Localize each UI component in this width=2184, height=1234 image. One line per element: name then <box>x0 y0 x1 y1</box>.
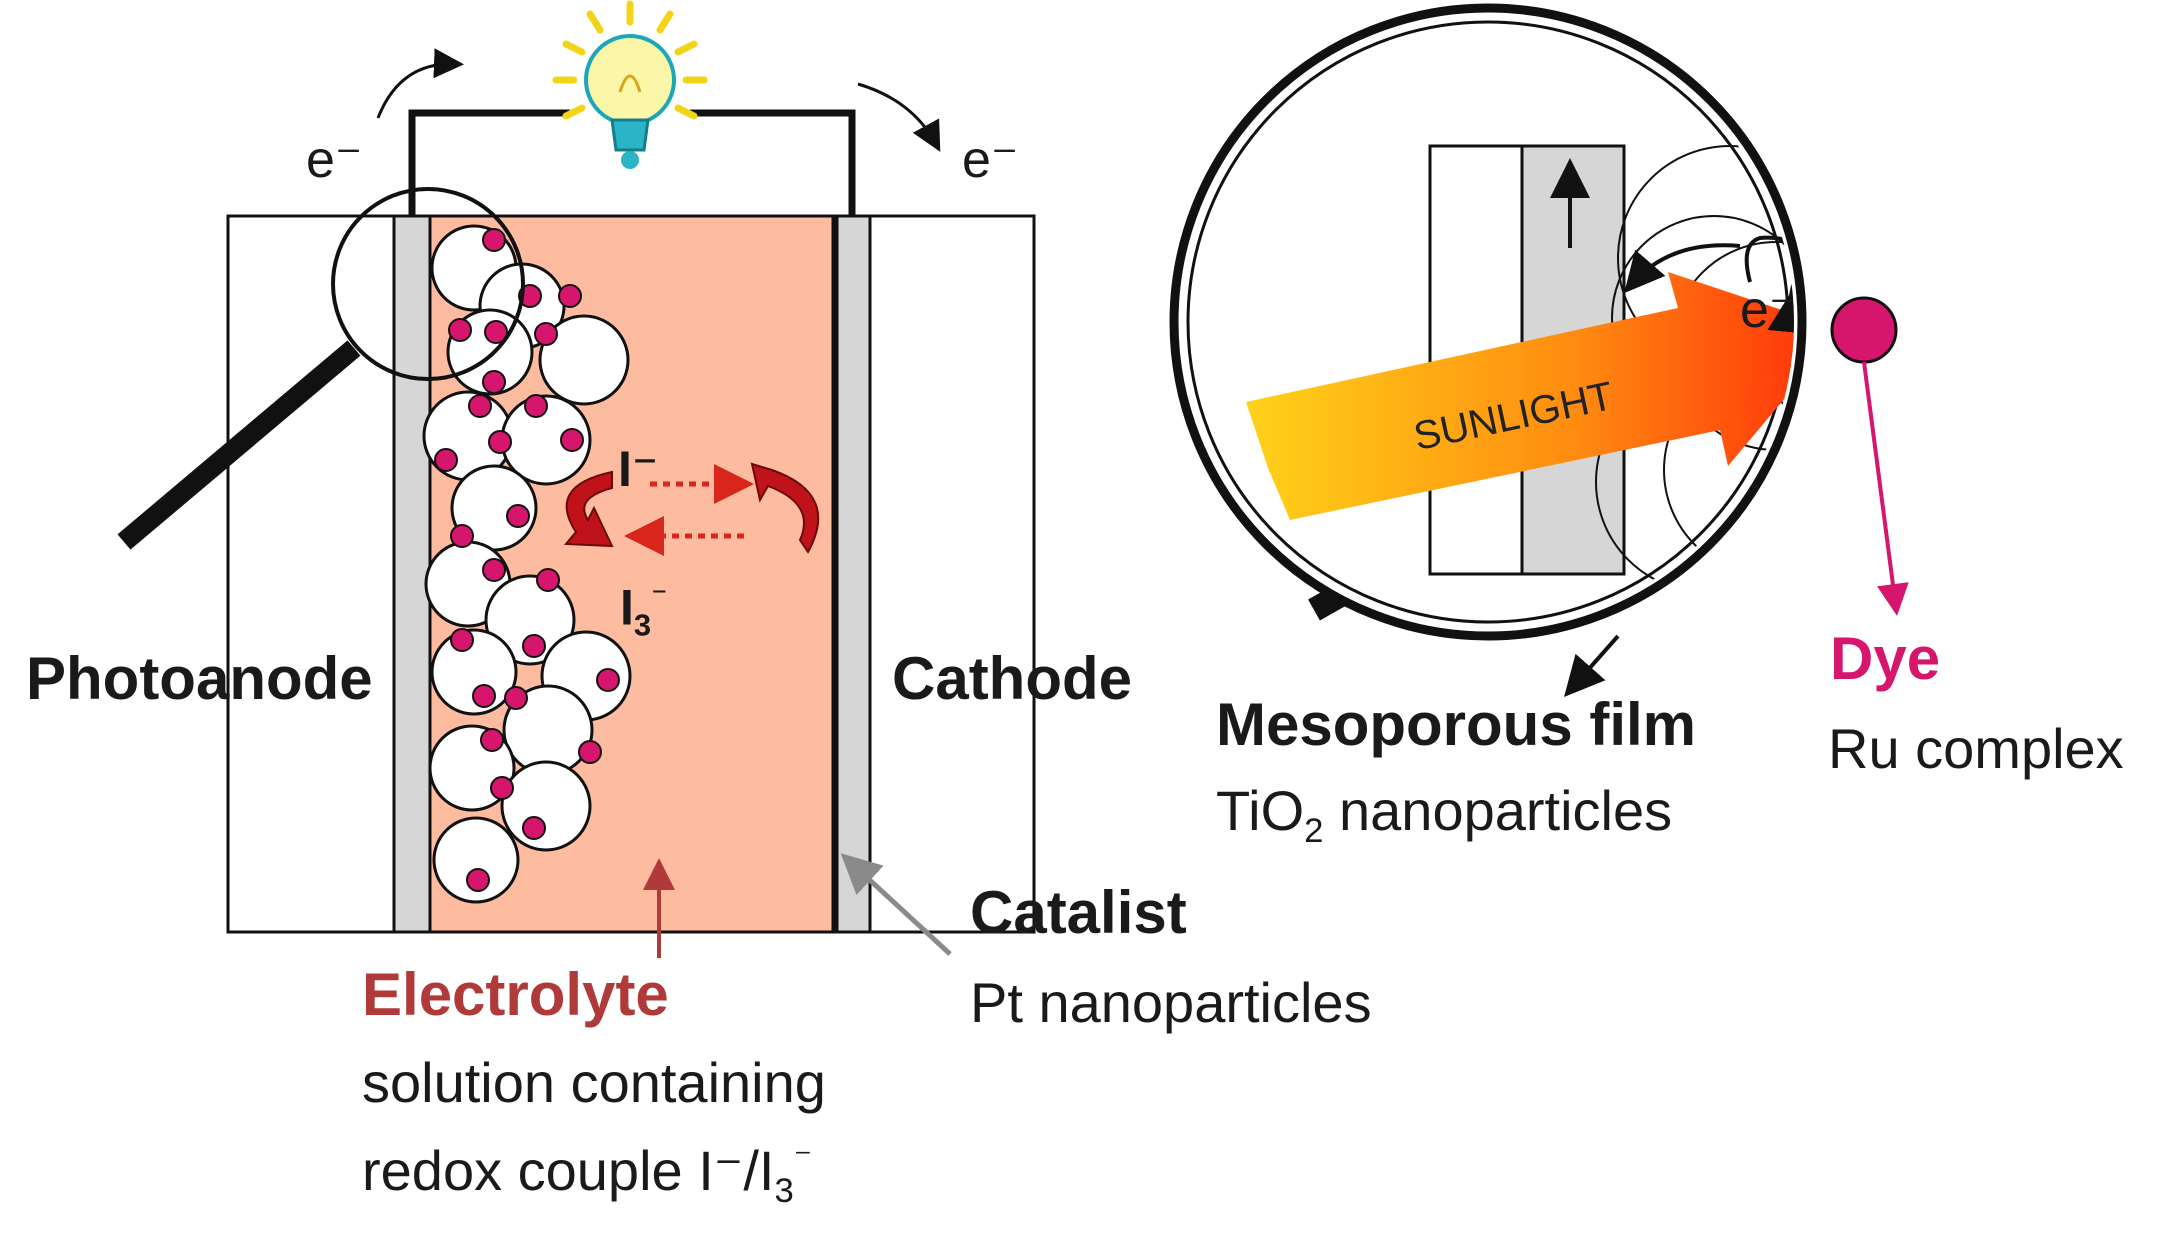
cathode-label: Cathode <box>892 645 1132 712</box>
triiodide-sub: 3 <box>633 607 652 643</box>
triiodide-sup: ⁻ <box>651 579 668 614</box>
film-pointer-arrow <box>1564 634 1620 697</box>
electron-flow-arrow-left <box>376 48 464 119</box>
dye-pointer-arrow <box>1862 361 1909 616</box>
zoom-dye-molecule <box>1830 296 1898 364</box>
triiodide-main: I <box>620 579 634 636</box>
electrolyte-desc-line2-prefix: redox couple I⁻/I <box>362 1139 775 1202</box>
cathode-conductive-layer <box>834 214 872 934</box>
electron-flow-arrow-right <box>857 82 941 152</box>
redox-cycle <box>563 462 820 556</box>
triiodide-label: I3⁻ <box>620 579 668 643</box>
electrolyte-desc-line2-sup: ⁻ <box>793 1140 813 1179</box>
lightbulb-icon <box>552 0 708 169</box>
catalyst-desc: Pt nanoparticles <box>970 971 1372 1034</box>
electrolyte-desc-line2: redox couple I⁻/I3⁻ <box>362 1140 812 1210</box>
photoanode-conductive-layer <box>392 214 432 934</box>
electron-label-zoom: e⁻ <box>1740 281 1797 339</box>
electron-label-right: e⁻ <box>962 131 1019 189</box>
electrolyte-title: Electrolyte <box>362 961 669 1028</box>
external-circuit <box>408 109 856 216</box>
iodide-label: I⁻ <box>618 441 659 497</box>
sunlight-arrow <box>1246 272 1794 520</box>
film-desc-suffix: nanoparticles <box>1323 779 1673 842</box>
film-title: Mesoporous film <box>1216 691 1697 758</box>
photoanode-label: Photoanode <box>26 645 373 712</box>
electrolyte-desc-line1: solution containing <box>362 1051 826 1114</box>
electron-label-left: e⁻ <box>306 131 363 189</box>
magnifier-icon <box>117 187 525 550</box>
dye-molecules <box>434 228 620 892</box>
film-desc: TiO2 nanoparticles <box>1216 780 1672 850</box>
catalyst-title: Catalist <box>970 879 1187 946</box>
dye-title: Dye <box>1830 625 1941 692</box>
zoom-view <box>1169 3 1909 697</box>
film-desc-prefix: TiO <box>1216 779 1305 842</box>
dye-desc: Ru complex <box>1828 717 2124 780</box>
electrolyte-desc-line2-sub: 3 <box>774 1172 794 1211</box>
film-desc-sub: 2 <box>1304 812 1324 851</box>
catalyst-pointer-arrow <box>840 853 952 956</box>
